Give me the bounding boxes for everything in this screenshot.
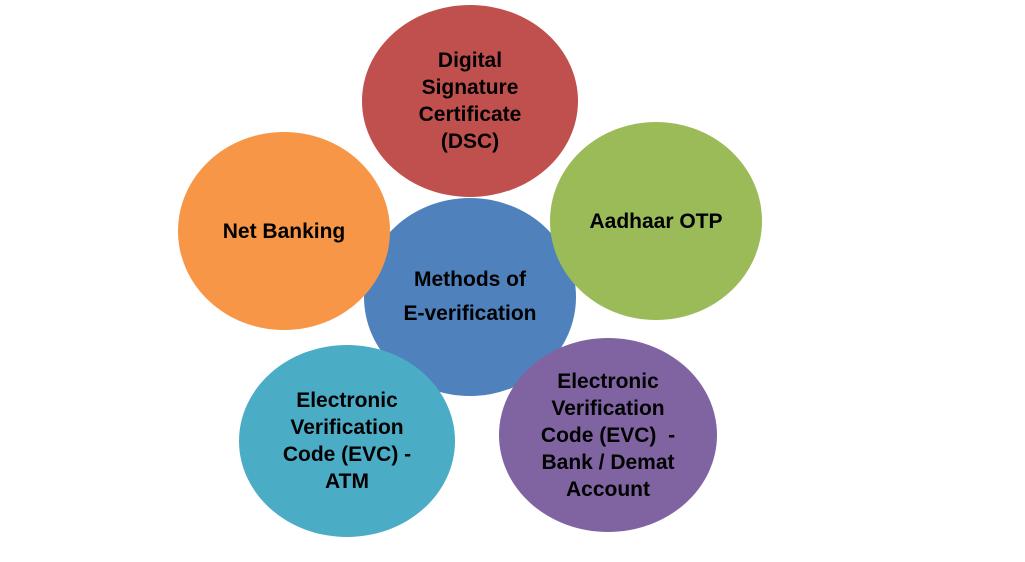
circle-evc-bank-demat-account-label: Electronic Verification Code (EVC) - Ban…	[540, 369, 676, 501]
circle-net-banking: Net Banking	[178, 132, 390, 330]
circle-aadhaar-otp-label: Aadhaar OTP	[589, 209, 723, 233]
circle-evc-atm: Electronic Verification Code (EVC) - ATM	[239, 345, 455, 537]
circle-methods-of-e-verification-label: Methods of E-verification	[403, 268, 537, 325]
circle-digital-signature-certificate-label: Digital Signature Certificate (DSC)	[418, 49, 522, 153]
circle-evc-atm-label: Electronic Verification Code (EVC) - ATM	[282, 389, 412, 493]
circle-net-banking-label: Net Banking	[222, 219, 346, 243]
circle-evc-bank-demat-account: Electronic Verification Code (EVC) - Ban…	[499, 338, 717, 532]
circle-aadhaar-otp: Aadhaar OTP	[550, 122, 762, 320]
circle-digital-signature-certificate: Digital Signature Certificate (DSC)	[362, 5, 578, 197]
